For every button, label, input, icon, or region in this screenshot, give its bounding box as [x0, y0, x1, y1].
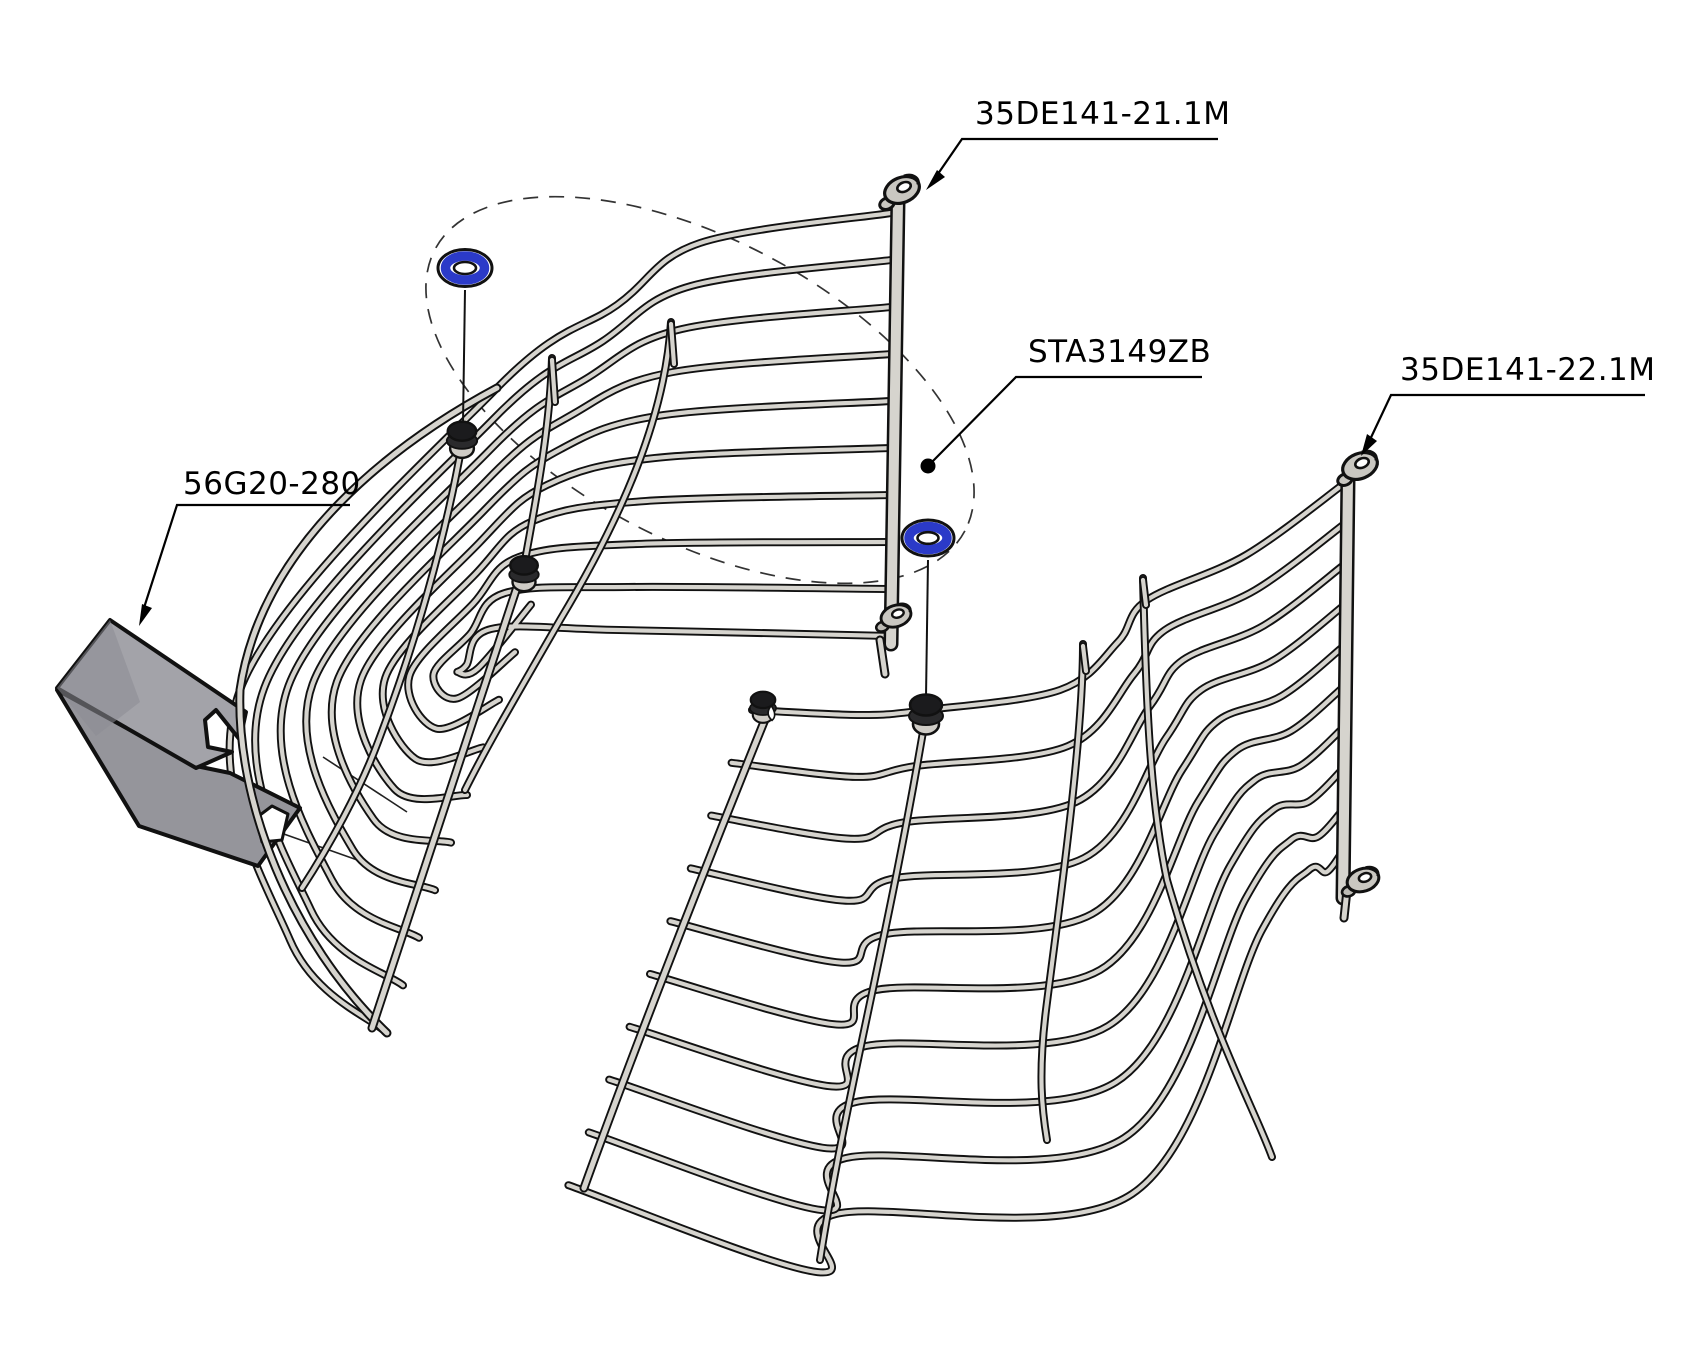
lower-guard-ring-wire	[627, 723, 1348, 1089]
upper-guard-rim-stub	[668, 321, 677, 367]
part-label-lower-guard: 35DE141-22.1M	[1400, 352, 1656, 388]
hub-cap-lower-center	[908, 693, 944, 736]
upper-guard-rings	[225, 209, 895, 1037]
upper-guard-stubs	[548, 320, 678, 406]
phantom-circle	[425, 195, 975, 585]
lower-guard-rim-stub	[1140, 577, 1149, 608]
mounting-bracket	[55, 618, 302, 868]
upper-guard-spoke	[299, 441, 465, 891]
upper-guard-ring-wire	[355, 445, 894, 802]
hub-cap-upper-rear	[508, 555, 540, 593]
leader-lower-guard	[1366, 393, 1645, 447]
lower-guard-spoke	[1140, 575, 1275, 1160]
lower-guard-center-wire	[817, 711, 929, 1263]
upper-guard-ring-wire	[431, 584, 894, 701]
part-label-grommet: STA3149ZB	[1028, 334, 1211, 370]
hub-cap-upper-front	[445, 420, 479, 460]
upper-guard-half	[225, 209, 895, 1037]
upper-guard-ring-wire	[227, 210, 894, 1036]
lower-guard-end-bar	[1338, 473, 1353, 903]
upper-guard-ring-wire	[380, 492, 894, 765]
lower-guard-clevis-bottom	[1340, 865, 1381, 898]
upper-guard-spine	[369, 575, 523, 1031]
lower-guard-ring-wire	[668, 642, 1348, 965]
thin-reference-line	[322, 756, 408, 813]
lower-guard-spine	[581, 714, 769, 1191]
callout-lower-guard: 35DE141-22.1M	[1361, 352, 1656, 456]
assembly-axis-line-lower	[925, 559, 929, 698]
lower-guard-spoke	[1039, 641, 1086, 1143]
o-ring-upper	[436, 248, 494, 288]
upper-guard-ring-wire	[329, 398, 894, 845]
lower-guard-ring-wire	[566, 845, 1348, 1275]
assembly-axis-line-upper	[462, 289, 466, 424]
leader-upper-guard	[930, 137, 1218, 185]
lower-guard-ring-wire	[586, 804, 1348, 1213]
lower-guard-ring-wire	[607, 764, 1348, 1151]
lower-guard-rings	[564, 479, 1349, 1277]
lower-guard-ring-wire	[647, 683, 1348, 1027]
thin-reference-line	[280, 832, 364, 863]
o-ring-lower	[900, 518, 956, 558]
upper-guard-end-pin	[877, 637, 888, 677]
callout-grommet: STA3149ZB	[920, 334, 1211, 474]
upper-guard-clevis-bottom	[874, 602, 913, 633]
leader-bracket	[140, 503, 350, 615]
lower-guard-frame	[579, 470, 1356, 1264]
callout-bracket: 56G20-280	[139, 466, 361, 626]
hub-cap-lower-left	[749, 690, 777, 724]
upper-guard-ring-wire	[406, 539, 894, 731]
lower-guard-ring-wire	[666, 641, 1349, 967]
upper-guard-rim-stub	[549, 357, 558, 405]
upper-guard-ring-wire	[253, 257, 894, 988]
arrowhead-lower-guard	[1361, 434, 1377, 456]
upper-guard-ring-wire	[304, 351, 894, 893]
upper-guard-clevis-top	[878, 173, 921, 211]
lower-guard-ring-wire	[709, 561, 1348, 841]
leader-grommet	[929, 375, 1202, 465]
arrowhead-bracket	[139, 604, 152, 626]
lower-guard-ring-wire	[749, 480, 1348, 718]
leader-dot-grommet	[920, 458, 936, 474]
lower-guard-half	[564, 449, 1381, 1277]
upper-guard-ring-wire	[455, 602, 894, 677]
upper-guard-frame	[235, 192, 906, 1038]
upper-guard-radial-wire	[462, 319, 674, 793]
lower-guard-rim-stub	[1080, 643, 1089, 674]
upper-guard-ring-wire	[278, 304, 894, 940]
part-label-bracket: 56G20-280	[183, 466, 361, 502]
bracket-fold-shade	[57, 620, 140, 736]
arrowhead-upper-guard	[926, 170, 945, 190]
callout-upper-guard: 35DE141-21.1M	[926, 96, 1231, 190]
lower-guard-ring-wire	[686, 600, 1349, 905]
part-label-upper-guard: 35DE141-21.1M	[975, 96, 1231, 132]
upper-guard-rim	[237, 385, 500, 1036]
lower-guard-ring-wire	[729, 521, 1348, 780]
lower-guard-ring-wire	[688, 602, 1348, 903]
lower-guard-clevis-top	[1336, 449, 1379, 487]
lower-guard-ring-wire	[748, 479, 1349, 719]
upper-guard-end-bar	[886, 195, 903, 649]
